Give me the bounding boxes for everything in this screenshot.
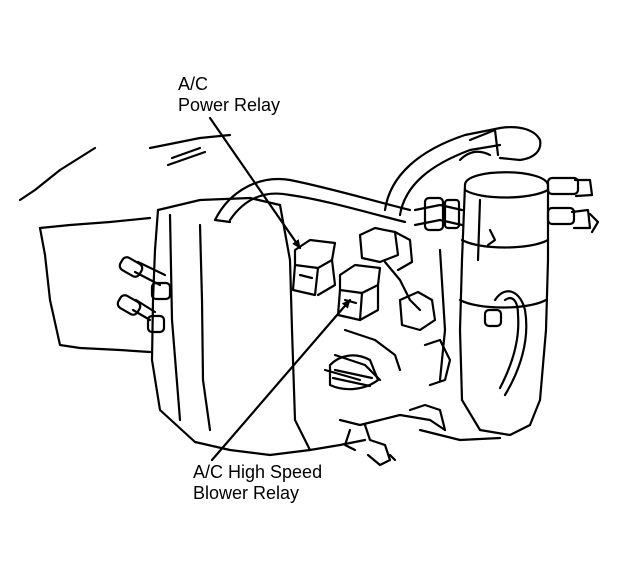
ac-power-relay-label: A/C Power Relay <box>178 74 280 116</box>
pointer-arrow-small <box>166 146 207 167</box>
ac-blower-relay-label: A/C High Speed Blower Relay <box>193 462 322 504</box>
ac-blower-relay-label-line2: Blower Relay <box>193 483 300 503</box>
canister-line <box>483 290 528 397</box>
right-lower-body <box>418 248 502 442</box>
ac-power-relay-label-line2: Power Relay <box>178 95 281 115</box>
wire-harness <box>328 354 380 391</box>
right-fittings <box>546 176 600 234</box>
fender-outline <box>18 133 232 354</box>
center-lines <box>413 196 464 232</box>
ac-power-relay <box>291 238 337 297</box>
ac-power-relay-label-line1: A/C <box>178 74 209 94</box>
reservoir-box <box>150 196 312 457</box>
left-connectors <box>116 256 172 334</box>
ac-blower-relay-label-line1: A/C High Speed <box>193 462 323 482</box>
accumulator-canister <box>458 171 550 437</box>
right-hose <box>383 126 542 217</box>
lower-frame <box>308 338 452 467</box>
ac-blower-relay <box>336 263 382 322</box>
leader-blower-relay <box>210 298 352 462</box>
top-hose <box>213 177 412 224</box>
leader-power-relay <box>208 116 302 250</box>
relay-bracket <box>323 226 437 382</box>
